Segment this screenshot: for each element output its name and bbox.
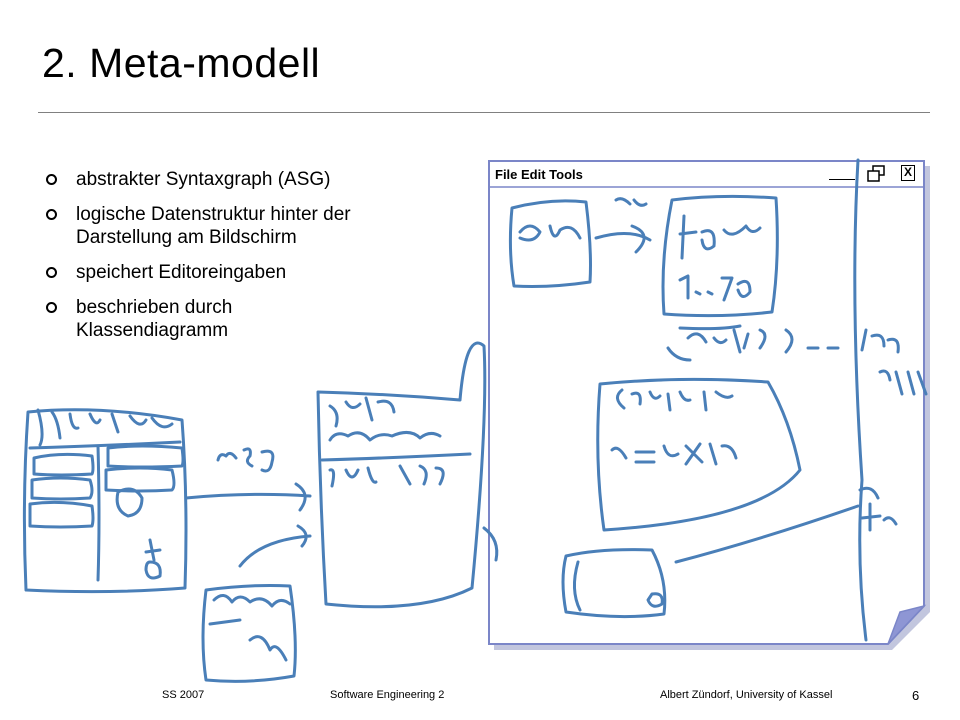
bullet-icon [46,174,57,185]
footer-author: Albert Zündorf, University of Kassel [660,689,833,701]
sketch-msg-label [216,447,275,473]
sketch-property-table [22,408,188,594]
footer-course: Software Engineering 2 [330,689,445,701]
bullet-item: logische Datenstruktur hinter der Darste… [44,203,436,249]
bullet-item: beschrieben durch Klassendiagramm [44,296,306,342]
bullet-item: abstrakter Syntaxgraph (ASG) [44,168,484,191]
bullet-text: beschrieben durch Klassendiagramm [76,297,233,341]
bullet-list: abstrakter Syntaxgraph (ASG) logische Da… [44,168,484,354]
bullet-icon [46,209,57,220]
bullet-text: abstrakter Syntaxgraph (ASG) [76,169,331,190]
bullet-text: logische Datenstruktur hinter der Darste… [76,204,351,248]
sketch-arrow [184,482,312,512]
slide-title: 2. Meta-modell [42,40,321,86]
window-menu-label: File Edit Tools [495,167,583,182]
close-icon: X [901,165,915,181]
bullet-item: speichert Editoreingaben [44,261,484,284]
page-number: 6 [912,688,920,703]
sketch-global-table [201,584,297,683]
restore-icon [866,165,886,182]
footer-semester: SS 2007 [162,689,205,701]
bullet-icon [46,302,57,313]
sketch-table-object [316,341,487,609]
editor-window-mockup: File Edit Tools X [488,160,930,650]
bullet-icon [46,267,57,278]
bullet-text: speichert Editoreingaben [76,262,287,283]
minimize-icon [829,165,855,180]
window-frame [488,160,930,650]
title-divider [38,112,930,113]
